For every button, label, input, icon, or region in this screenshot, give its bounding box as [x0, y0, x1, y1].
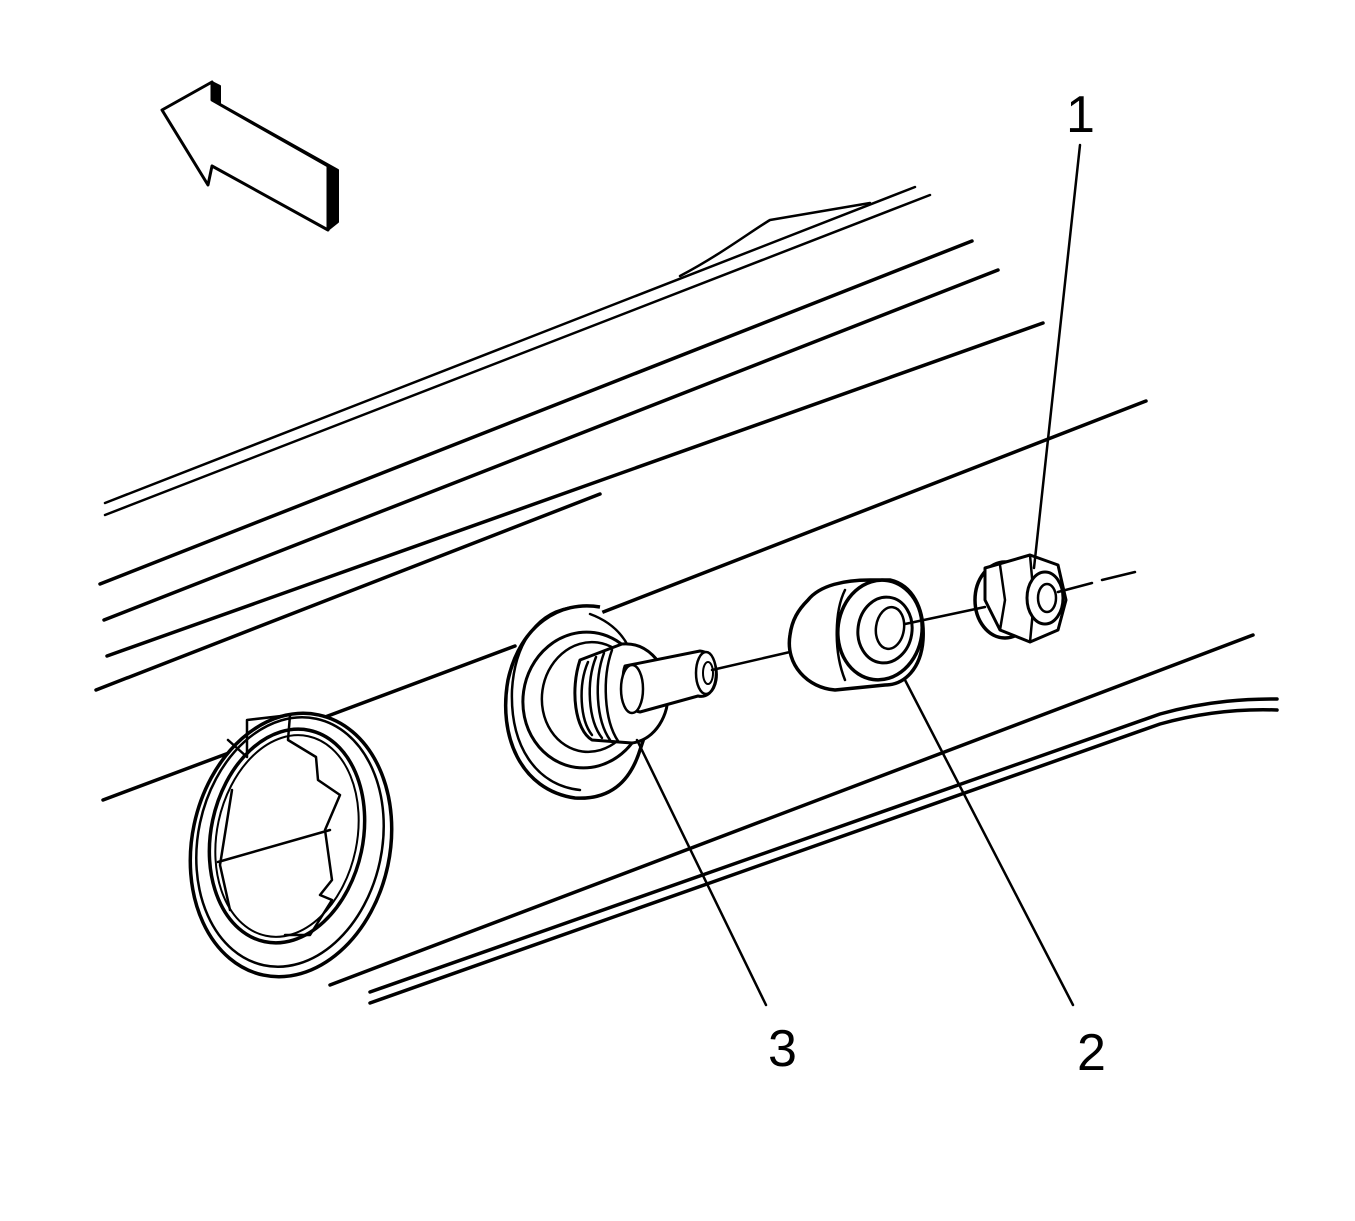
- callout-1: 1: [1066, 86, 1095, 144]
- leader-3: [635, 738, 768, 1007]
- assembly-centerline: [710, 570, 1137, 672]
- frame-access-hole: [188, 711, 394, 979]
- flange-nut-part-1: [973, 553, 1068, 644]
- leader-2: [903, 678, 1075, 1007]
- forward-direction-arrow-icon: [160, 80, 339, 232]
- stud-bolt-part-3: [503, 604, 718, 800]
- callout-leaders: [635, 143, 1082, 1007]
- leader-1: [1032, 143, 1082, 570]
- frame-rail-outline: [94, 185, 1279, 1005]
- bushing-part-2: [787, 578, 925, 692]
- callout-2: 2: [1077, 1024, 1106, 1082]
- callout-3: 3: [768, 1020, 797, 1078]
